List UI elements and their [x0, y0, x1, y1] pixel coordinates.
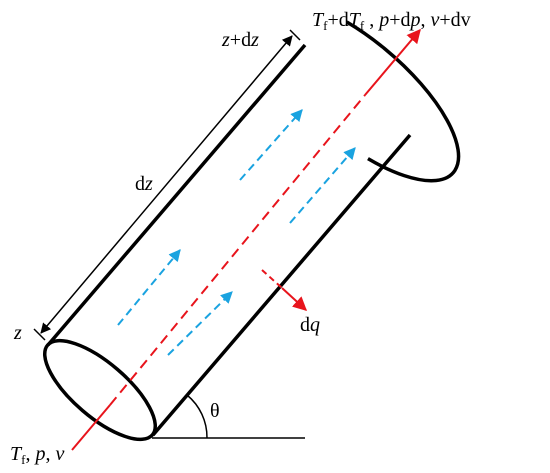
label-z-plus-dz: z+dz: [221, 29, 259, 51]
pipe-cylinder: [42, 20, 461, 442]
label-dz: dz: [135, 173, 153, 195]
heat-flux-arrow: [281, 287, 308, 311]
flow-arrow: [289, 147, 356, 224]
flow-arrow: [239, 109, 303, 181]
dimension-tick-top: [289, 29, 301, 41]
label-z: z: [13, 322, 22, 344]
label-inlet: Tf, p, v: [10, 443, 64, 467]
axis-lower-segment: [71, 404, 111, 451]
heat-flux-dashed: [261, 269, 283, 289]
axis-upper-arrow: [364, 28, 421, 96]
label-theta: θ: [210, 400, 220, 422]
label-outlet: Tf+dTf , p+dp, v+dv: [312, 9, 471, 33]
theta-arc: [186, 394, 208, 439]
dimension-tick-bottom: [33, 328, 46, 341]
flow-arrow: [117, 249, 181, 326]
axis-inner-dashed: [109, 94, 366, 406]
pipe-bottom-face: [42, 338, 158, 442]
dimension-line-dz: [40, 35, 293, 334]
pipe-top-face-back: [345, 20, 461, 183]
label-dq: dq: [300, 314, 320, 336]
